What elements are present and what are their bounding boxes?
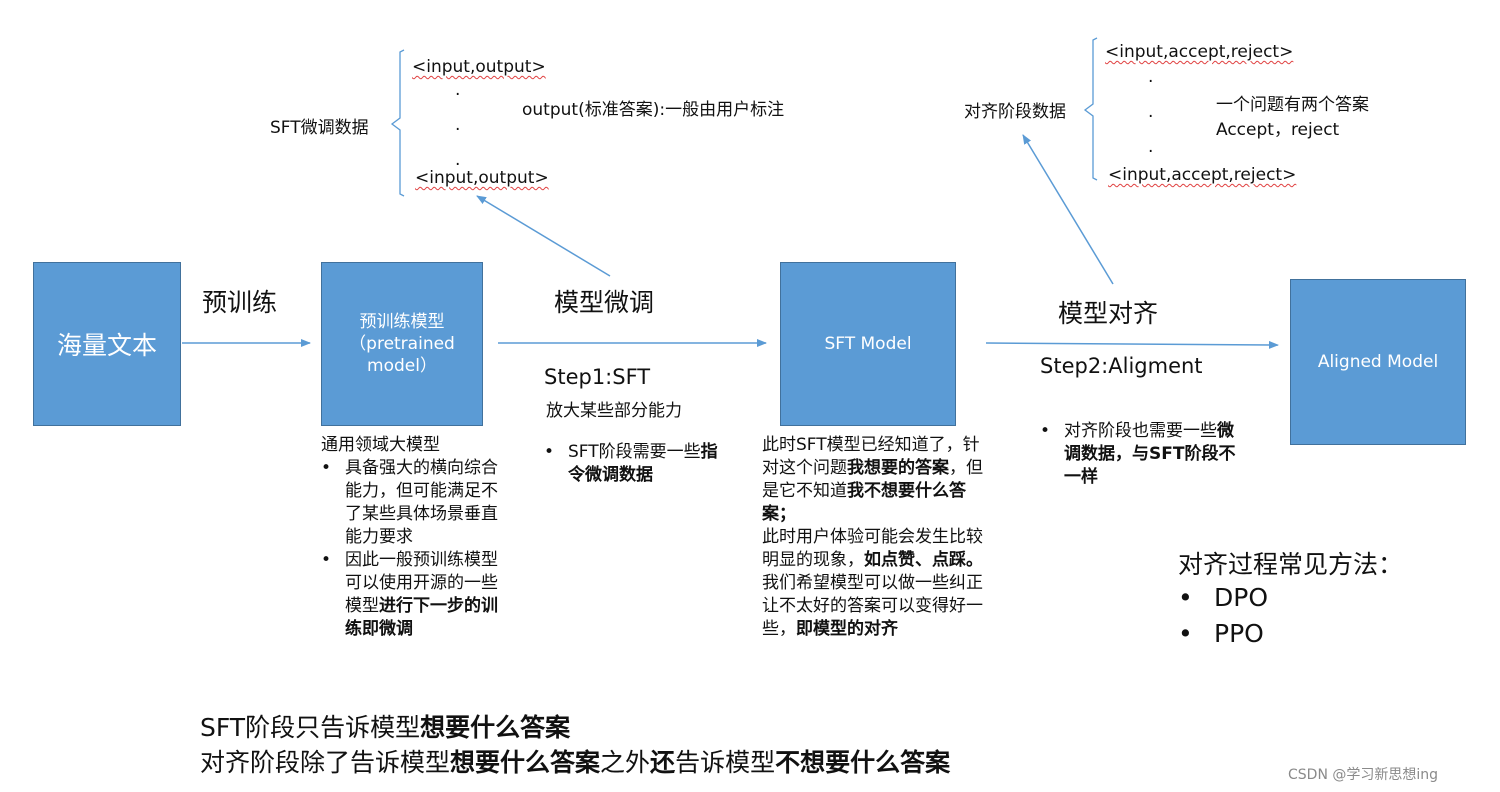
sft-model-note-p1: 此时SFT模型已经知道了，针对这个问题我想要的答案，但是它不知道我不想要什么答案…: [762, 435, 983, 524]
sft-model-note-p2: 此时用户体验可能会发生比较明显的现象，如点赞、点踩。: [762, 527, 983, 570]
label-finetune: 模型微调: [554, 288, 655, 317]
pretrained-notes: 通用领域大模型 具备强大的横向综合能力，但可能满足不了某些具体场景垂直能力要求 …: [321, 434, 511, 641]
align-data-note-2: Accept，reject: [1216, 120, 1340, 140]
step1-note-bullet-1: SFT阶段需要一些指令微调数据: [544, 441, 724, 487]
align-data-label: 对齐阶段数据: [964, 102, 1066, 122]
align-data-row-last: <input,accept,reject>: [1108, 165, 1297, 185]
align-data-dot-1: .: [1148, 67, 1154, 87]
sft-data-dot-3: .: [455, 150, 461, 170]
align-data-row-first: <input,accept,reject>: [1105, 42, 1294, 62]
box-sft-model-label: SFT Model: [824, 334, 912, 354]
label-pretrain: 预训练: [202, 288, 278, 317]
sft-data-note: output(标准答案):一般由用户标注: [522, 100, 785, 120]
step1-subtitle: 放大某些部分能力: [546, 401, 682, 421]
sft-model-notes: 此时SFT模型已经知道了，针对这个问题我想要的答案，但是它不知道我不想要什么答案…: [762, 434, 994, 641]
align-data-dot-3: .: [1148, 137, 1154, 157]
methods-title: 对齐过程常见方法：: [1178, 550, 1404, 579]
align-note-bullet-1: 对齐阶段也需要一些微调数据，与SFT阶段不一样: [1040, 420, 1240, 489]
box-massive-text-label: 海量文本: [56, 331, 157, 360]
align-data-dot-2: .: [1148, 102, 1154, 122]
sft-data-row-last: <input,output>: [415, 168, 549, 188]
label-align: 模型对齐: [1058, 299, 1159, 328]
box-massive-text: 海量文本: [33, 262, 181, 426]
pretrained-notes-heading: 通用领域大模型: [321, 435, 440, 455]
sft-data-row-first: <input,output>: [412, 57, 546, 77]
align-data-note-1: 一个问题有两个答案: [1216, 95, 1369, 115]
arrow-align: [985, 340, 1279, 349]
methods-list: DPO PPO: [1178, 580, 1268, 652]
watermark: CSDN @学习新思想ing: [1288, 767, 1439, 783]
method-item-dpo: DPO: [1178, 580, 1268, 616]
method-item-ppo: PPO: [1178, 616, 1268, 652]
summary: SFT阶段只告诉模型想要什么答案 对齐阶段除了告诉模型想要什么答案之外还告诉模型…: [200, 710, 950, 780]
step2-title: Step2:Aligment: [1040, 354, 1203, 378]
pretrained-line1: 预训练模型: [359, 312, 445, 332]
arrow-to-sft-data: [476, 195, 611, 277]
box-aligned-model-label: Aligned Model: [1317, 352, 1439, 372]
arrow-to-align-data: [1022, 134, 1114, 285]
sft-data-dot-1: .: [455, 80, 461, 100]
sft-data-dot-2: .: [455, 115, 461, 135]
brace-sft-data: [390, 49, 405, 197]
align-notes: 对齐阶段也需要一些微调数据，与SFT阶段不一样: [1040, 420, 1240, 489]
sft-model-note-p3: 我们希望模型可以做一些纠正让不太好的答案可以变得好一些，即模型的对齐: [762, 573, 983, 639]
pretrained-note-bullet-2: 因此一般预训练模型可以使用开源的一些模型进行下一步的训练即微调: [321, 549, 511, 641]
box-pretrained-model: 预训练模型 （pretrained model）: [321, 262, 483, 426]
box-aligned-model: Aligned Model: [1290, 279, 1466, 445]
pretrained-note-bullet-1: 具备强大的横向综合能力，但可能满足不了某些具体场景垂直能力要求: [321, 457, 511, 549]
step1-notes: SFT阶段需要一些指令微调数据: [544, 441, 724, 487]
pretrained-line2: （pretrained: [349, 334, 455, 354]
step1-title: Step1:SFT: [544, 365, 651, 389]
summary-line-2: 对齐阶段除了告诉模型想要什么答案之外还告诉模型不想要什么答案: [200, 748, 951, 777]
box-sft-model: SFT Model: [780, 262, 956, 426]
brace-align-data: [1083, 37, 1098, 181]
summary-line-1: SFT阶段只告诉模型想要什么答案: [200, 713, 571, 742]
sft-data-label: SFT微调数据: [270, 118, 369, 138]
pretrained-line3: model）: [367, 356, 437, 376]
